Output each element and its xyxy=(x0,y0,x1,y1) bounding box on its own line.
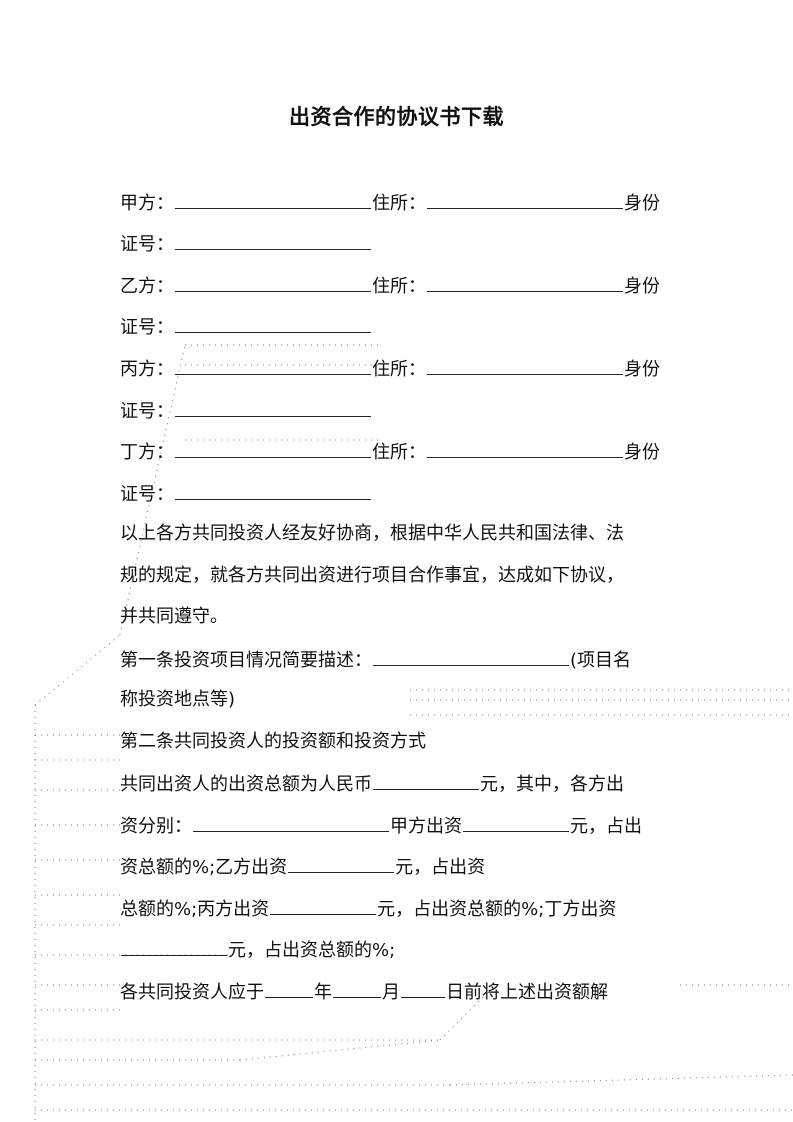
party-d-id-label: 身份 xyxy=(624,442,660,463)
party-b-id-label-2: 证号： xyxy=(120,317,174,338)
party-c-label: 丙方： xyxy=(120,359,174,380)
article-2-line-1: 共同出资人的出资总额为人民币 元，其中，各方出 xyxy=(120,771,680,797)
party-b-id-row: 证号： xyxy=(120,314,680,340)
total-amount-unit: 元，其中，各方出 xyxy=(480,774,624,795)
article-1-tail: (项目名 xyxy=(570,650,632,671)
deadline-day-blank[interactable] xyxy=(401,979,445,998)
party-c-id-label-2: 证号： xyxy=(120,401,174,422)
total-amount-text: 共同出资人的出资总额为人民币 xyxy=(120,774,372,795)
deadline-year-blank[interactable] xyxy=(265,979,313,998)
party-a-contribution-label: 甲方出资 xyxy=(390,816,462,837)
party-b-address-blank[interactable] xyxy=(427,273,623,292)
party-a-id-label: 身份 xyxy=(624,193,660,214)
party-a-id-row: 证号： xyxy=(120,231,680,257)
party-c-row: 丙方： 住所： 身份 xyxy=(120,356,680,382)
intro-line-3: 并共同遵守。 xyxy=(120,606,228,627)
party-d-address-label: 住所： xyxy=(372,442,426,463)
party-c-address-blank[interactable] xyxy=(427,356,623,375)
party-d-address-blank[interactable] xyxy=(427,439,623,458)
party-d-contribution-unit: 元，占出资总额的%; xyxy=(228,940,396,961)
party-d-id-label-2: 证号： xyxy=(120,484,174,505)
party-a-id-label-2: 证号： xyxy=(120,234,174,255)
party-c-id-label: 身份 xyxy=(624,359,660,380)
party-d-contribution-label: 元，占出资总额的%;丁方出资 xyxy=(377,899,617,920)
party-b-contribution-unit: 元，占出资 xyxy=(395,857,486,878)
party-a-id-blank[interactable] xyxy=(175,231,371,250)
party-a-contribution-unit: 元，占出 xyxy=(570,816,642,837)
article-2-line-2: 资分别： 甲方出资 元，占出 xyxy=(120,813,680,839)
party-c-contribution-label: 总额的%;丙方出资 xyxy=(120,899,270,920)
article-2-line-5: 元，占出资总额的%; xyxy=(120,937,680,963)
project-description-blank[interactable] xyxy=(373,647,569,666)
year-label: 年 xyxy=(314,982,332,1003)
party-a-address-blank[interactable] xyxy=(427,190,623,209)
party-d-contribution-blank[interactable] xyxy=(121,937,227,956)
party-c-address-label: 住所： xyxy=(372,359,426,380)
party-c-id-blank[interactable] xyxy=(175,398,371,417)
month-label: 月 xyxy=(382,982,400,1003)
intro-line-1: 以上各方共同投资人经友好协商，根据中华人民共和国法律、法 xyxy=(120,523,624,544)
party-b-contribution-blank[interactable] xyxy=(288,854,395,873)
intro-line-2: 规的规定，就各方共同出资进行项目合作事宜，达成如下协议， xyxy=(120,565,624,586)
article-1-heading: 第一条投资项目情况简要描述： xyxy=(120,650,372,671)
party-a-name-blank[interactable] xyxy=(175,190,371,209)
party-d-id-blank[interactable] xyxy=(175,481,371,500)
party-c-contribution-blank[interactable] xyxy=(270,896,377,915)
party-b-id-blank[interactable] xyxy=(175,314,371,333)
party-d-row: 丁方： 住所： 身份 xyxy=(120,439,680,465)
deadline-text: 各共同投资人应于 xyxy=(120,982,264,1003)
party-b-address-label: 住所： xyxy=(372,276,426,297)
party-a-address-label: 住所： xyxy=(372,193,426,214)
party-c-id-row: 证号： xyxy=(120,398,680,424)
party-b-name-blank[interactable] xyxy=(175,273,371,292)
article-2-line-6: 各共同投资人应于 年 月 日前将上述出资额解 xyxy=(120,979,680,1005)
party-d-id-row: 证号： xyxy=(120,481,680,507)
page-title: 出资合作的协议书下载 xyxy=(289,105,504,129)
party-a-row: 甲方： 住所： 身份 xyxy=(120,190,680,216)
article-1-line-1: 第一条投资项目情况简要描述： (项目名 xyxy=(120,647,680,673)
contribution-blank[interactable] xyxy=(193,813,389,832)
total-amount-blank[interactable] xyxy=(373,771,479,790)
article-2-line-4: 总额的%;丙方出资 元，占出资总额的%;丁方出资 xyxy=(120,896,680,922)
contribution-intro: 资分别： xyxy=(120,816,192,837)
party-d-name-blank[interactable] xyxy=(175,439,371,458)
article-1-line-2: 称投资地点等) xyxy=(120,689,236,710)
party-b-contribution-label: 资总额的%;乙方出资 xyxy=(120,857,288,878)
party-c-name-blank[interactable] xyxy=(175,356,371,375)
party-d-label: 丁方： xyxy=(120,442,174,463)
deadline-month-blank[interactable] xyxy=(333,979,381,998)
article-2-line-3: 资总额的%;乙方出资 元，占出资 xyxy=(120,854,680,880)
party-b-id-label: 身份 xyxy=(624,276,660,297)
party-a-label: 甲方： xyxy=(120,193,174,214)
party-b-row: 乙方： 住所： 身份 xyxy=(120,273,680,299)
party-a-contribution-blank[interactable] xyxy=(463,813,569,832)
deadline-tail: 日前将上述出资额解 xyxy=(446,982,608,1003)
party-b-label: 乙方： xyxy=(120,276,174,297)
article-2-heading: 第二条共同投资人的投资额和投资方式 xyxy=(120,731,426,752)
